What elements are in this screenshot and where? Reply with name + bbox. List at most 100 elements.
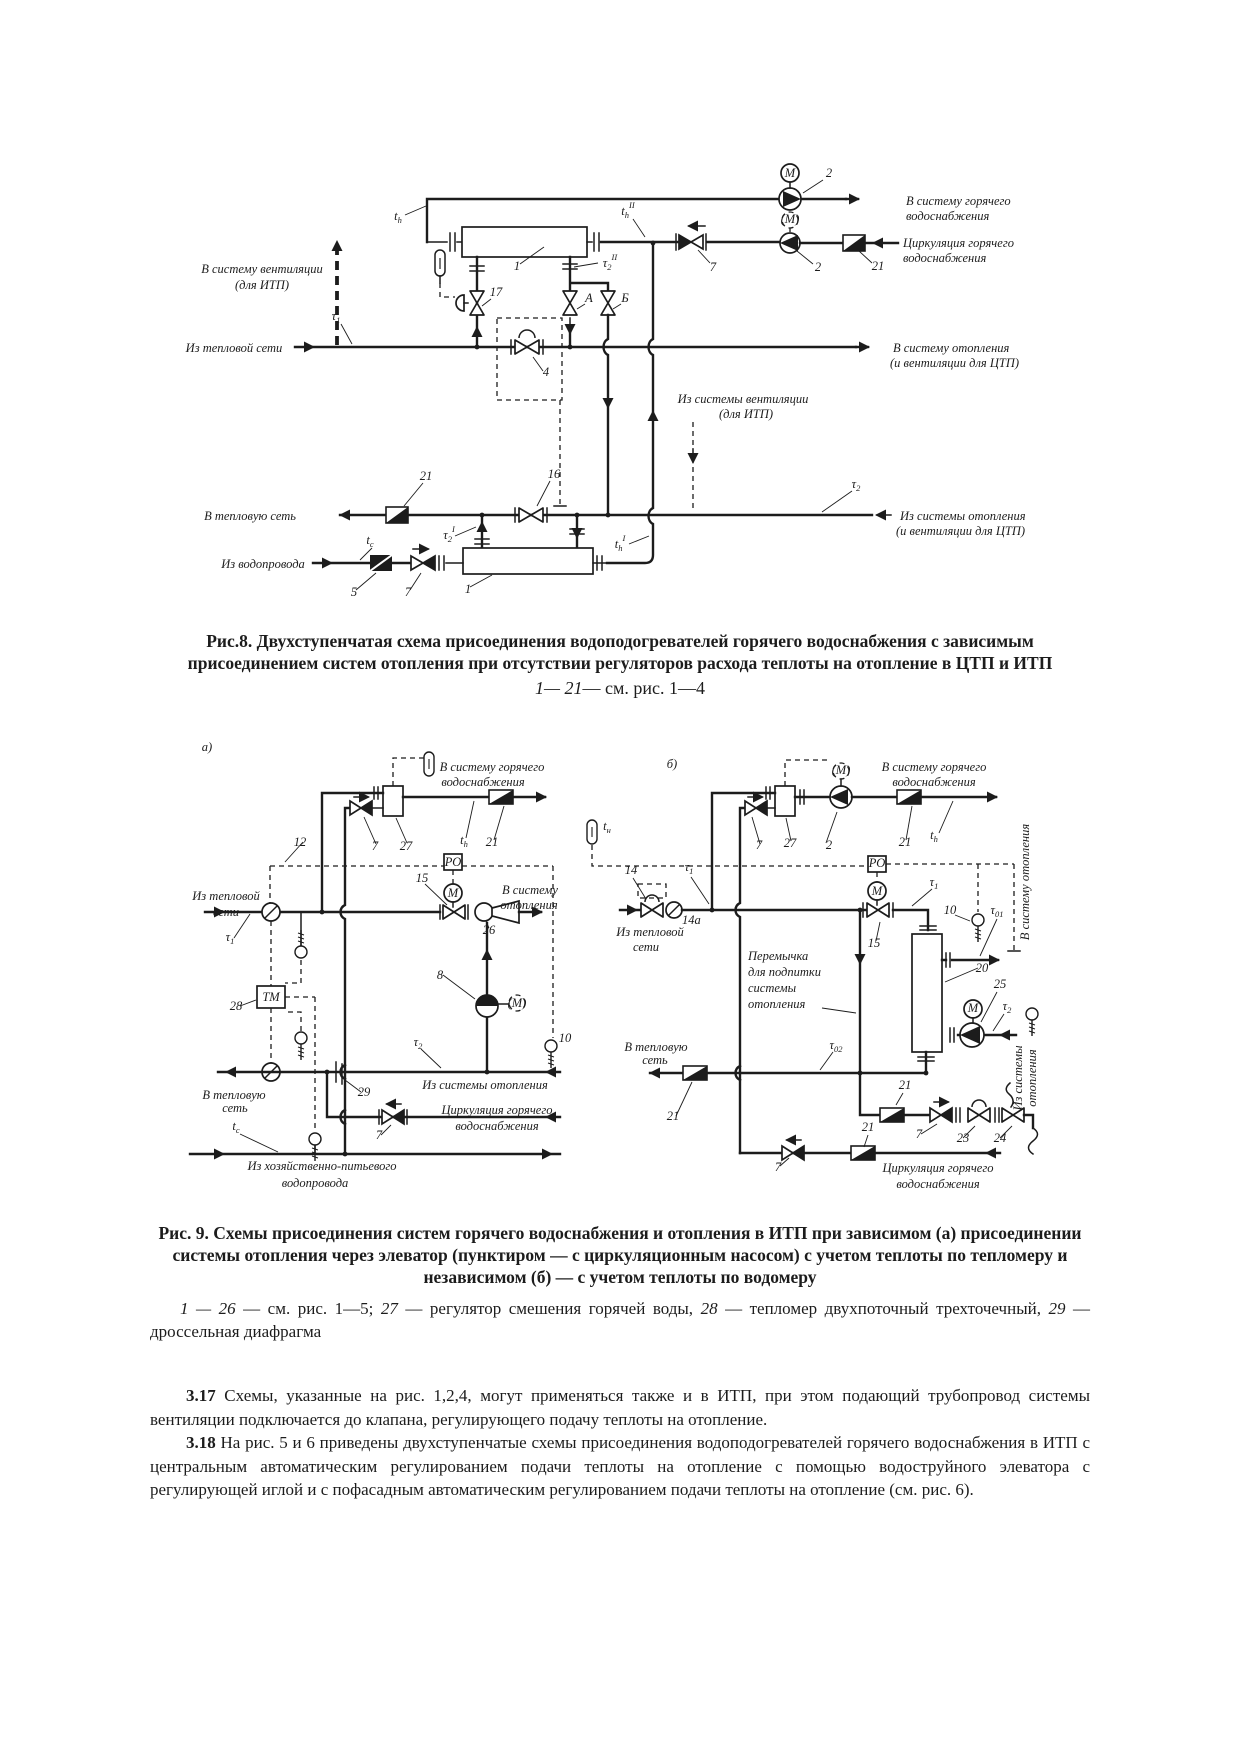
diagram-label: τ02 [830, 1038, 844, 1054]
diagram-label: Циркуляция горячего [441, 1103, 553, 1117]
diagram-label: thII [621, 200, 636, 220]
diagram-label: (М) [832, 763, 851, 777]
diagram-label: tн [603, 819, 611, 835]
legend-part: — регулятор смешения горячей воды, [397, 1299, 701, 1318]
diagram-label: 14 [625, 863, 638, 877]
diagram-label: 21 [862, 1120, 875, 1134]
diagram-label: Из тепловой [191, 889, 260, 903]
legend-part: — см. рис. 1—5; [235, 1299, 381, 1318]
paragraph-number: 3.18 [186, 1433, 216, 1452]
paragraph-text: Схемы, указанные на рис. 1,2,4, могут пр… [150, 1386, 1090, 1429]
diagram-label: 28 [230, 999, 243, 1013]
diagram-label: отопления [1025, 1049, 1039, 1107]
diagram-label: сеть [642, 1053, 668, 1067]
diagram-label: Из водопровода [220, 557, 305, 571]
diagram-label: ТМ [262, 990, 280, 1004]
paragraph-number: 3.17 [186, 1386, 216, 1405]
diagram-label: Из системы [1011, 1045, 1025, 1112]
diagram-label: 15 [416, 871, 429, 885]
diagram-label: 10 [559, 1031, 572, 1045]
fig8-pipework [293, 163, 900, 591]
diagram-label: th [394, 209, 402, 225]
diagram-label: В систему горячего [440, 760, 545, 774]
diagram-label: Циркуляция горячего [882, 1161, 994, 1175]
diagram-label: РО [444, 855, 462, 869]
diagram-label: водоснабжения [903, 251, 987, 265]
diagram-label: системы [748, 981, 797, 995]
diagram-label: τ01 [991, 903, 1004, 919]
diagram-label: В систему вентиляции [201, 262, 322, 276]
diagram-label: 7 [405, 585, 412, 599]
diagram-label: 10 [944, 903, 957, 917]
diagram-label: τ1 [226, 930, 235, 946]
diagram-label: 8 [437, 968, 444, 982]
diagram-label: 4 [543, 365, 549, 379]
fig9-caption: Рис. 9. Схемы присоединения систем горяч… [150, 1222, 1090, 1288]
diagram-label: водоснабжения [441, 775, 525, 789]
diagram-label: 17 [490, 285, 503, 299]
fig9b-pipework [586, 759, 1039, 1167]
diagram-label: τ1 [332, 309, 341, 325]
diagram-label: Циркуляция горячего [902, 236, 1014, 250]
diagram-label: водоснабжения [896, 1177, 980, 1191]
diagram-label: 21 [486, 835, 499, 849]
diagram-label: РО [868, 856, 886, 870]
diagram-label: сеть [222, 1101, 248, 1115]
diagram-label: 7 [916, 1127, 923, 1141]
diagram-label: 26 [483, 923, 496, 937]
diagram-label: (для ИТП) [235, 278, 289, 292]
paragraph-text: На рис. 5 и 6 приведены двухступенчатые … [150, 1433, 1090, 1499]
diagram-label: 12 [294, 835, 307, 849]
diagram-label: 1 [465, 582, 471, 596]
diagram-label: Из системы отопления [899, 509, 1026, 523]
diagram-label: 27 [784, 836, 797, 850]
diagram-label: сети [213, 905, 239, 919]
legend-part: 29 [1048, 1299, 1066, 1318]
diagram-label: В систему горячего [906, 194, 1011, 208]
diagram-label: водоснабжения [892, 775, 976, 789]
diagram-label: М [871, 884, 883, 898]
diagram-label: В тепловую [624, 1040, 687, 1054]
diagram-label: 29 [358, 1085, 371, 1099]
diagram-label: 21 [899, 835, 912, 849]
diagram-label: (и вентиляции для ЦТП) [896, 524, 1025, 538]
fig8-note-italic: 1— 21 [534, 678, 583, 698]
diagram-label: водопровода [282, 1176, 349, 1190]
diagram-label: 20 [976, 961, 989, 975]
legend-part: — тепломер двухпоточный трехточечный, [717, 1299, 1049, 1318]
diagram-label: М [967, 1001, 979, 1015]
diagram-label: τ2II [603, 252, 619, 272]
diagram-label: τ1 [685, 860, 694, 876]
diagram-label: τ2I [443, 524, 456, 544]
diagram-label: τ1 [930, 875, 939, 891]
diagram-label: водоснабжения [455, 1119, 539, 1133]
diagram-label: а) [202, 742, 212, 754]
diagram-label: В тепловую [202, 1088, 265, 1102]
diagram-label: В систему горячего [882, 760, 987, 774]
fig9-diagram: а)В систему горячеговодоснабжения12727th… [188, 742, 1039, 1191]
diagram-label: 15 [868, 936, 881, 950]
diagram-label: Перемычка [747, 949, 808, 963]
diagram-label: Из системы вентиляции [677, 392, 809, 406]
legend-part: 28 [700, 1299, 718, 1318]
body-text: 3.17 Схемы, указанные на рис. 1,2,4, мог… [150, 1384, 1090, 1502]
fig9a-pipework [188, 751, 562, 1162]
diagram-label: 5 [351, 585, 357, 599]
diagram-label: 23 [957, 1131, 970, 1145]
diagram-label: А [584, 291, 593, 305]
paragraph-3-18: 3.18 На рис. 5 и 6 приведены двухступенч… [150, 1431, 1090, 1502]
fig9-legend: 1 — 26 — см. рис. 1—5; 27 — регулятор см… [150, 1297, 1090, 1343]
diagram-label: 27 [400, 839, 413, 853]
diagram-label: 1 [514, 259, 520, 273]
paragraph-3-17: 3.17 Схемы, указанные на рис. 1,2,4, мог… [150, 1384, 1090, 1431]
diagram-label: В систему [502, 883, 558, 897]
diagram-label: 14а [682, 913, 701, 927]
diagram-label: Из тепловой сети [185, 341, 283, 355]
diagram-label: 25 [994, 977, 1007, 991]
diagram-label: М [447, 886, 459, 900]
legend-part: 1 — 26 [180, 1299, 236, 1318]
diagram-label: 7 [376, 1128, 383, 1142]
fig8-caption-note: 1— 21— см. рис. 1—4 [150, 677, 1090, 699]
